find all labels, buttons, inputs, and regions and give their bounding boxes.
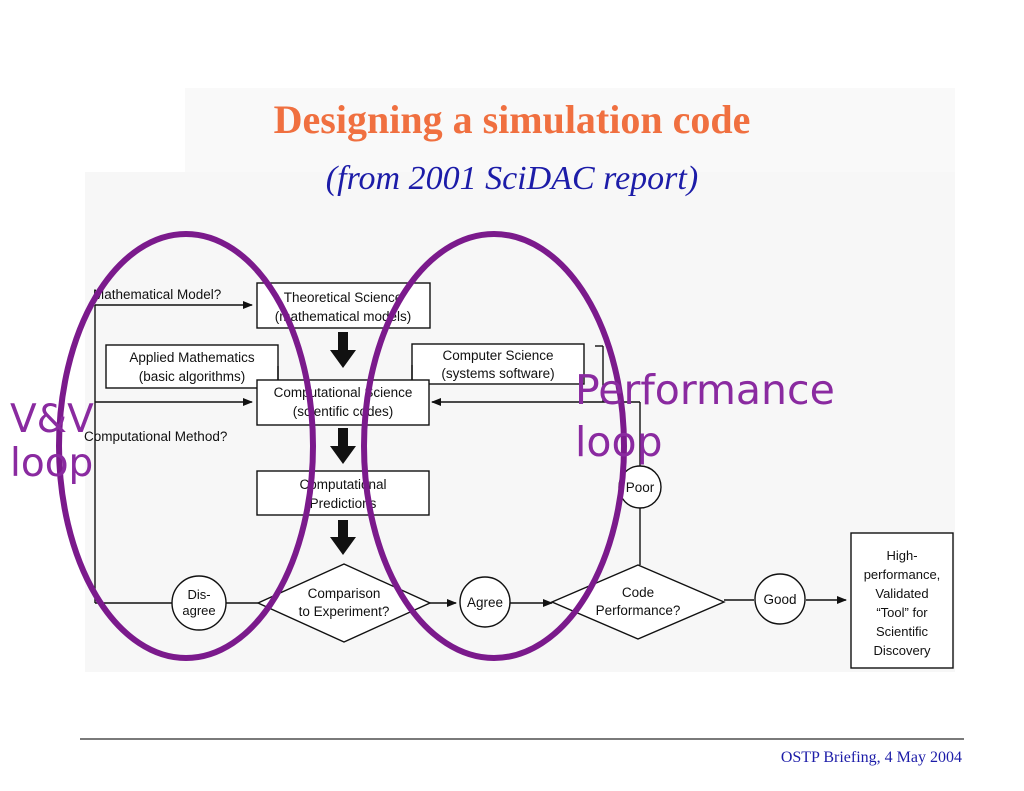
disagree-line-2: agree bbox=[182, 603, 215, 618]
code-performance-line-2: Performance? bbox=[596, 603, 681, 618]
result-line-3: Validated bbox=[875, 586, 928, 601]
applied-mathematics-line-2: (basic algorithms) bbox=[139, 369, 246, 384]
computational-science-box: Computational Science (scientific codes) bbox=[256, 379, 430, 426]
result-line-6: Discovery bbox=[873, 643, 931, 658]
result-line-5: Scientific bbox=[876, 624, 929, 639]
performance-loop-line-2: loop bbox=[575, 418, 663, 466]
poor-label: Poor bbox=[626, 480, 655, 495]
thick-down-arrow-3 bbox=[330, 520, 356, 555]
comparison-line-1: Comparison bbox=[308, 586, 381, 601]
theoretical-science-line-2: (mathematical models) bbox=[275, 309, 412, 324]
poor-circle: Poor bbox=[618, 465, 662, 509]
computational-method-label: Computational Method? bbox=[84, 429, 227, 444]
result-box: High- performance, Validated “Tool” for … bbox=[850, 532, 954, 669]
performance-feedback-lines bbox=[431, 345, 641, 565]
applied-mathematics-box: Applied Mathematics (basic algorithms) bbox=[105, 344, 279, 389]
result-line-4: “Tool” for bbox=[876, 605, 928, 620]
computer-science-box: Computer Science (systems software) bbox=[411, 343, 585, 385]
good-circle: Good bbox=[754, 573, 806, 625]
thick-down-arrow-1 bbox=[330, 332, 356, 368]
left-feedback-lines bbox=[94, 301, 253, 604]
result-line-2: performance, bbox=[864, 567, 941, 582]
computer-science-line-2: (systems software) bbox=[441, 366, 554, 381]
agree-circle: Agree bbox=[459, 576, 511, 628]
performance-loop-line-1: Performance bbox=[575, 366, 835, 414]
scan-background bbox=[85, 172, 955, 672]
computational-predictions-line-2: Predictions bbox=[310, 496, 377, 511]
result-line-1: High- bbox=[886, 548, 917, 563]
comparison-line-2: to Experiment? bbox=[299, 604, 390, 619]
down-arrows bbox=[330, 332, 356, 555]
vv-loop-ellipse bbox=[56, 231, 316, 661]
computational-science-line-1: Computational Science bbox=[274, 385, 413, 400]
footer-text: OSTP Briefing, 4 May 2004 bbox=[780, 749, 962, 766]
applied-mathematics-line-1: Applied Mathematics bbox=[129, 350, 255, 365]
bottom-flow-lines bbox=[226, 596, 847, 607]
theoretical-science-box: Theoretical Science (mathematical models… bbox=[256, 282, 431, 329]
good-label: Good bbox=[763, 592, 796, 607]
slide-title: Designing a simulation code bbox=[273, 97, 751, 142]
scan-background-top bbox=[185, 88, 955, 178]
comparison-diamond: Comparison to Experiment? bbox=[256, 563, 432, 643]
vv-loop-label: V&V loop bbox=[10, 397, 94, 486]
computational-predictions-box: Computational Predictions bbox=[256, 470, 430, 516]
theoretical-science-line-1: Theoretical Science bbox=[284, 290, 403, 305]
vv-loop-line-1: V&V bbox=[10, 397, 94, 442]
performance-loop-ellipse bbox=[361, 231, 627, 661]
footer-divider bbox=[80, 738, 964, 740]
thick-down-arrow-2 bbox=[330, 428, 356, 464]
performance-loop-label: Performance loop bbox=[575, 366, 835, 466]
disagree-circle: Dis- agree bbox=[171, 575, 227, 631]
mathematical-model-label: Mathematical Model? bbox=[93, 287, 221, 302]
code-performance-diamond: Code Performance? bbox=[550, 564, 726, 640]
vv-loop-line-2: loop bbox=[10, 441, 93, 486]
slide-subtitle: (from 2001 SciDAC report) bbox=[325, 160, 699, 197]
code-performance-line-1: Code bbox=[622, 585, 654, 600]
agree-label: Agree bbox=[467, 595, 503, 610]
disagree-line-1: Dis- bbox=[187, 587, 210, 602]
computer-science-line-1: Computer Science bbox=[442, 348, 553, 363]
